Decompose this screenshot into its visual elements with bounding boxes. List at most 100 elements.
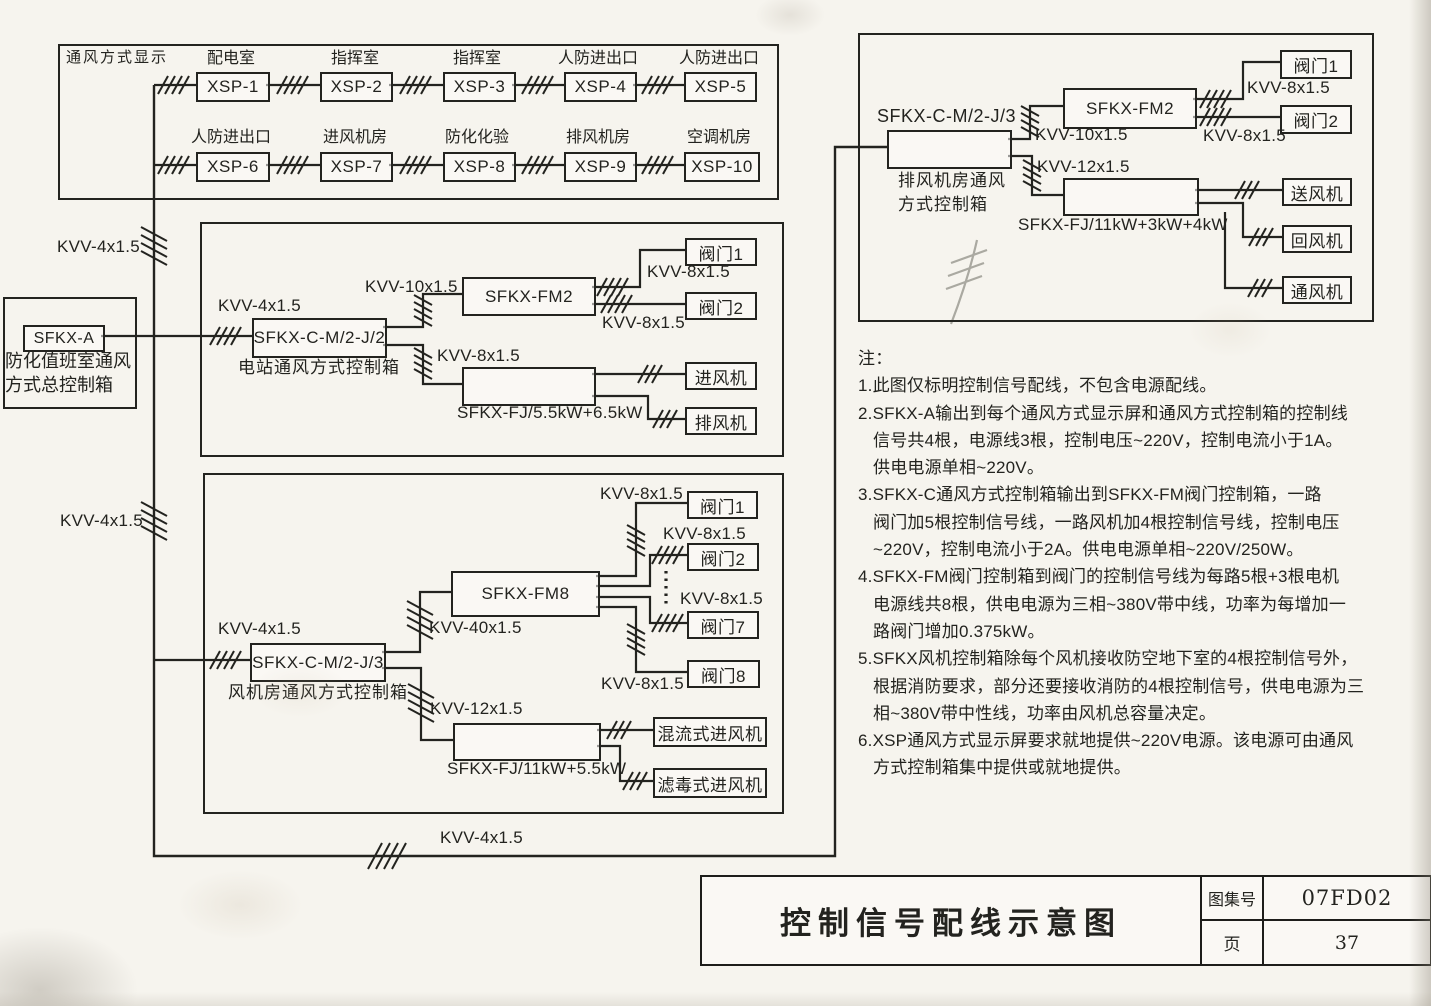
fanroom-controller-box: SFKX-C-M/2-J/3	[250, 643, 386, 682]
fanroom-valve1-box: 阀门1	[687, 491, 758, 519]
pencil-scribble	[945, 239, 988, 325]
exhaust-valve2-box: 阀门2	[1280, 105, 1352, 134]
page-label: 页	[1223, 935, 1241, 954]
station-valve2-box: 阀门2	[685, 292, 757, 320]
title-block: 控制信号配线示意图 图集号 07FD02 页 37	[700, 875, 1431, 966]
note-3-line2: 阀门加5根控制信号线，一路风机加4根控制信号线，控制电压	[873, 512, 1340, 532]
xsp9-room-label: 排风机房	[565, 129, 630, 146]
xsp4-room-label: 人防进出口	[557, 50, 638, 67]
fanroom-valve-controller-box: SFKX-FM8	[451, 571, 600, 617]
note-2-line2: 信号共4根，电源线3根，控制电压~220V，控制电流小于1A。	[873, 430, 1343, 450]
exhaust-valve1-cable-label: KVV-8x1.5	[1247, 78, 1331, 97]
xsp1-box: XSP-1	[196, 72, 270, 102]
fanroom-valve7-cable-label: KVV-8x1.5	[680, 589, 764, 608]
drawing-title: 控制信号配线示意图	[780, 906, 1122, 941]
atlas-number-value: 07FD02	[1301, 886, 1393, 910]
exhaust-supply-fan-box: 送风机	[1282, 178, 1352, 206]
bus-cable-label-mid: KVV-4x1.5	[60, 511, 144, 530]
note-3-line1: 3.SFKX-C通风方式控制箱输出到SFKX-FM阀门控制箱，一路	[858, 485, 1322, 505]
note-4-line3: 路阀门增加0.375kW。	[873, 621, 1045, 641]
bus-cable-label-top: KVV-4x1.5	[57, 237, 141, 256]
station-valve-cable-label: KVV-10x1.5	[365, 277, 458, 296]
xsp10-box: XSP-10	[684, 152, 760, 182]
exhaust-vent-fan-box: 通风机	[1282, 276, 1352, 304]
xsp2-room-label: 指挥室	[330, 50, 379, 67]
display-panel-frame	[58, 44, 779, 200]
fanroom-fan-controller-box	[453, 723, 601, 761]
exhaust-fan-controller-caption: SFKX-FJ/11kW+3kW+4kW	[1018, 215, 1228, 234]
note-5-line3: 相~380V带中性线，功率由风机总容量决定。	[873, 703, 1217, 723]
note-2-line1: 2.SFKX-A输出到每个通风方式显示屏和通风方式控制箱的控制线	[858, 403, 1348, 423]
xsp3-room-label: 指挥室	[452, 50, 501, 67]
exhaust-controller-box	[887, 130, 1012, 169]
station-inlet-cable-label: KVV-4x1.5	[218, 296, 302, 315]
exhaust-controller-caption-line2: 方式控制箱	[898, 195, 988, 214]
station-exhaust-fan-box: 排风机	[685, 407, 757, 435]
exhaust-controller-label: SFKX-C-M/2-J/3	[877, 106, 1017, 126]
xsp9-box: XSP-9	[564, 152, 637, 182]
exhaust-valve-controller-box: SFKX-FM2	[1063, 88, 1197, 129]
xsp7-box: XSP-7	[320, 152, 393, 182]
fanroom-controller-caption: 风机房通风方式控制箱	[228, 683, 408, 702]
station-controller-caption: 电站通风方式控制箱	[238, 358, 400, 377]
note-1: 1.此图仅标明控制信号配线，不包含电源配线。	[858, 376, 1217, 396]
fanroom-group-frame	[203, 473, 784, 814]
fanroom-fan-controller-caption: SFKX-FJ/11kW+5.5kW	[447, 759, 627, 778]
xsp5-box: XSP-5	[684, 72, 757, 102]
xsp5-room-label: 人防进出口	[678, 50, 759, 67]
station-valve2-cable-label: KVV-8x1.5	[602, 313, 686, 332]
fanroom-valve8-box: 阀门8	[687, 660, 760, 688]
fanroom-filter-fan-box: 滤毒式进风机	[653, 768, 767, 798]
exhaust-fan-cable-label: KVV-12x1.5	[1037, 157, 1130, 176]
exhaust-valve1-box: 阀门1	[1280, 50, 1352, 79]
title-block-divider-3	[1200, 919, 1430, 921]
note-6-line1: 6.XSP通风方式显示屏要求就地提供~220V电源。该电源可由通风	[858, 731, 1354, 751]
station-group-frame	[200, 222, 784, 457]
fanroom-fan-cable-label: KVV-12x1.5	[430, 699, 523, 718]
xsp7-room-label: 进风机房	[322, 129, 387, 146]
xsp6-box: XSP-6	[196, 152, 270, 182]
notes-block: 注： 1.此图仅标明控制信号配线，不包含电源配线。 2.SFKX-A输出到每个通…	[858, 345, 1431, 782]
exhaust-return-fan-box: 回风机	[1282, 225, 1352, 253]
xsp3-box: XSP-3	[443, 72, 516, 102]
master-box: SFKX-A	[23, 325, 105, 352]
master-caption-line1: 防化值班室通风	[5, 351, 131, 371]
station-controller-box: SFKX-C-M/2-J/2	[252, 318, 387, 358]
xsp4-box: XSP-4	[564, 72, 637, 102]
fanroom-valve2-cable-label: KVV-8x1.5	[663, 524, 747, 543]
xsp8-box: XSP-8	[443, 152, 516, 182]
display-panel-title: 通风方式显示	[66, 49, 169, 66]
xsp2-box: XSP-2	[320, 72, 393, 102]
station-supply-fan-box: 进风机	[685, 362, 757, 390]
atlas-number-label: 图集号	[1207, 892, 1256, 909]
station-fan-controller-caption: SFKX-FJ/5.5kW+6.5kW	[457, 403, 643, 422]
note-6-line2: 方式控制箱集中提供或就地提供。	[873, 758, 1131, 778]
fanroom-valve-cable-label: KVV-40x1.5	[429, 618, 522, 637]
fanroom-valve2-box: 阀门2	[687, 543, 759, 571]
page-number-value: 37	[1334, 931, 1360, 954]
station-valve1-box: 阀门1	[685, 238, 757, 266]
note-2-line3: 供电电源单相~220V。	[873, 458, 1045, 478]
notes-header: 注：	[858, 349, 893, 368]
fanroom-valve8-cable-label: KVV-8x1.5	[601, 674, 685, 693]
xsp8-room-label: 防化化验	[444, 129, 509, 146]
note-5-line1: 5.SFKX风机控制箱除每个风机接收防空地下室的4根控制信号外，	[858, 649, 1358, 669]
xsp6-room-label: 人防进出口	[190, 129, 271, 146]
xsp10-room-label: 空调机房	[686, 129, 751, 146]
exhaust-controller-caption-line1: 排风机房通风	[898, 171, 1006, 190]
xsp1-room-label: 配电室	[206, 50, 255, 67]
fanroom-valve1-cable-label: KVV-8x1.5	[600, 484, 684, 503]
exhaust-fan-controller-box	[1063, 178, 1199, 216]
station-fan-cable-label: KVV-8x1.5	[437, 346, 521, 365]
bus-cable-label-bottom: KVV-4x1.5	[440, 828, 524, 847]
master-caption-line2: 方式总控制箱	[5, 375, 113, 395]
fanroom-mixed-flow-fan-box: 混流式进风机	[653, 717, 767, 747]
note-4-line1: 4.SFKX-FM阀门控制箱到阀门的控制信号线为每路5根+3根电机	[858, 567, 1340, 587]
exhaust-valve2-cable-label: KVV-8x1.5	[1203, 126, 1287, 145]
fanroom-valve7-box: 阀门7	[687, 611, 759, 639]
master-box-frame	[3, 297, 137, 409]
bus-line	[152, 85, 887, 858]
station-fan-controller-box	[462, 367, 596, 406]
fanroom-inlet-cable-label: KVV-4x1.5	[218, 619, 302, 638]
